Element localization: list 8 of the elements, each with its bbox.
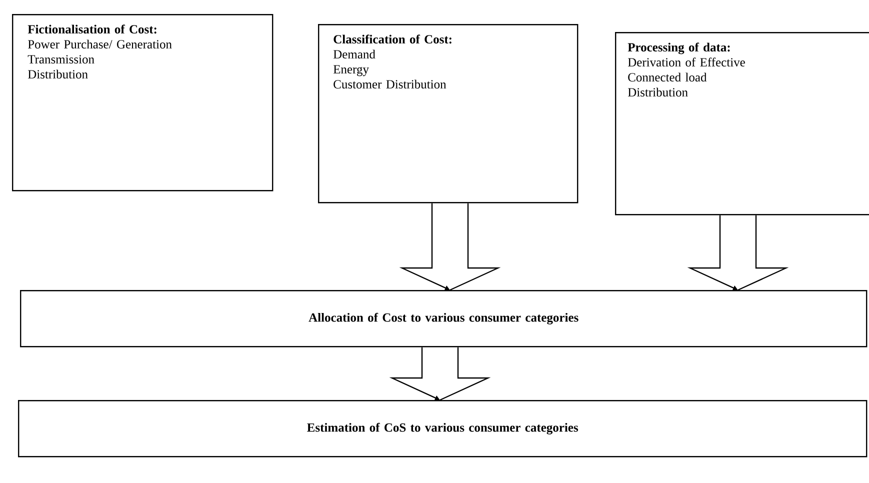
process-box: Fictionalisation of Cost: Power Purchase/ Generation Transmission Distribution bbox=[12, 14, 274, 192]
block-arrow bbox=[389, 346, 491, 401]
process-band: Allocation of Cost to various consumer categories bbox=[20, 290, 868, 348]
process-band: Estimation of CoS to various consumer categories bbox=[18, 400, 868, 458]
block-arrow bbox=[399, 202, 501, 291]
process-box: Processing of data: Derivation of Effective Connected load Distribution bbox=[615, 32, 869, 216]
process-box: Classification of Cost: Demand Energy Customer Distribution bbox=[318, 24, 578, 204]
block-arrow bbox=[687, 214, 789, 291]
